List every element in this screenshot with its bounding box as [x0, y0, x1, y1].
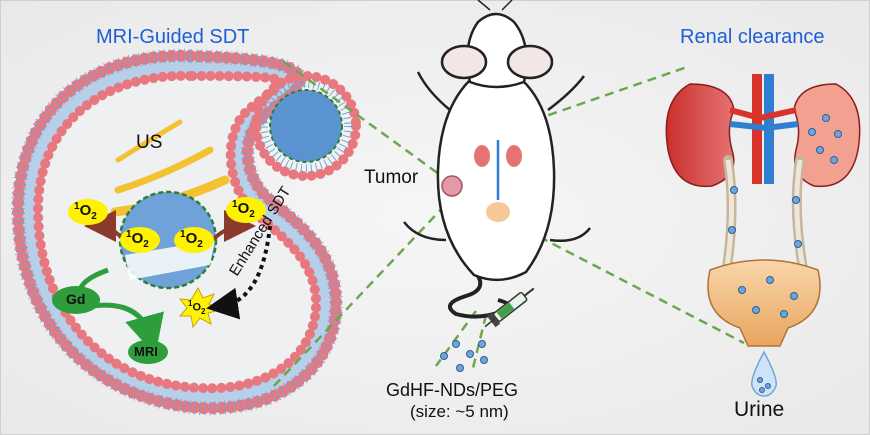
singlet-oxygen-label-5: 1O2	[188, 299, 206, 316]
mini-organs-icon	[474, 140, 522, 222]
mri-node	[128, 340, 168, 364]
ureter-dots	[728, 186, 802, 248]
label-mri: MRI	[134, 344, 158, 359]
label-urine: Urine	[734, 398, 785, 421]
mouse-icon	[403, 0, 591, 319]
bladder-icon	[707, 259, 821, 347]
label-us: US	[136, 132, 163, 153]
arrow-to-mri	[91, 302, 164, 356]
label-gd: Gd	[66, 291, 86, 307]
blood-vessels-icon	[729, 74, 799, 184]
singlet-oxygen-label-4: 1O2	[232, 199, 255, 220]
vesicle-icon	[251, 71, 361, 181]
singlet-oxygen-bubble-3	[174, 227, 214, 253]
enhanced-sdt-arrow	[206, 225, 272, 320]
title-mri-guided-sdt: MRI-Guided SDT	[96, 26, 250, 48]
singlet-oxygen-bubble-4	[226, 197, 266, 223]
singlet-oxygen-label-2: 1O2	[126, 229, 149, 250]
label-agent-name: GdHF-NDs/PEG	[386, 380, 519, 400]
droplet-icon	[751, 350, 777, 397]
singlet-oxygen-label-1: 1O2	[74, 201, 97, 222]
singlet-oxygen-bubble-2	[120, 227, 160, 253]
label-tumor: Tumor	[364, 167, 419, 188]
label-agent-size: (size: ~5 nm)	[410, 402, 509, 421]
singlet-oxygen-label-3: 1O2	[180, 229, 203, 250]
singlet-oxygen-bubble-1	[68, 199, 108, 225]
gd-node	[52, 286, 100, 314]
nanodot-icon	[118, 190, 218, 290]
nanodot-cluster	[440, 340, 488, 372]
title-renal-clearance: Renal clearance	[680, 26, 825, 48]
tumor-icon	[441, 175, 463, 197]
syringe-icon	[484, 287, 535, 328]
